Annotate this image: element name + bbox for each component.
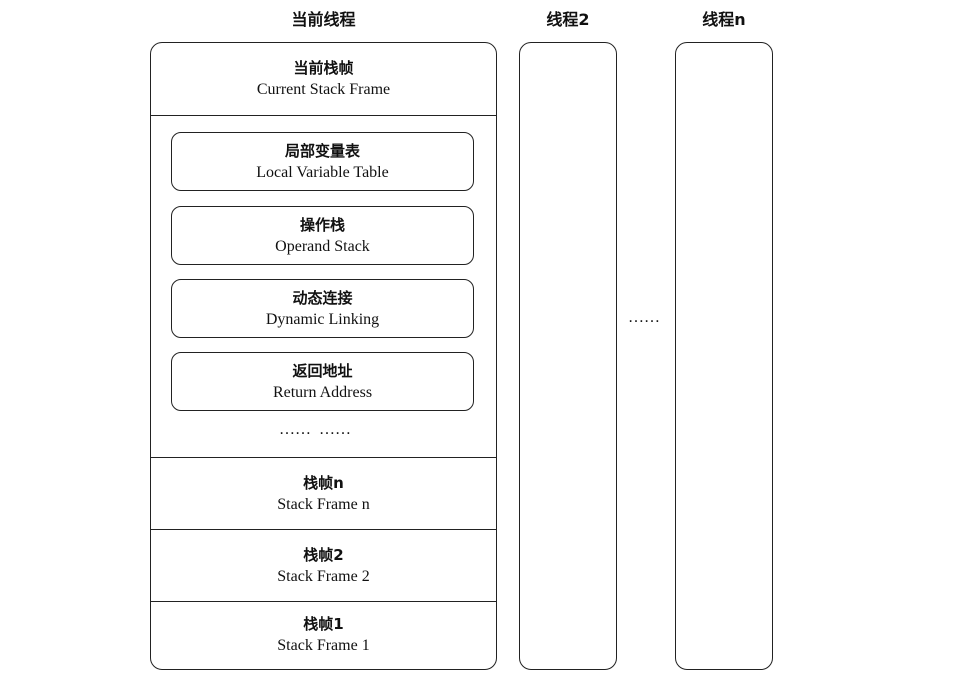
current-stack-frame-body: 局部变量表 Local Variable Table 操作栈 Operand S… [151,115,496,457]
dynamic-linking-zh: 动态连接 [292,288,353,307]
stack-frame-n-zh: 栈帧n [303,473,344,492]
stack-frame-2-zh: 栈帧2 [303,545,344,564]
return-address-box: 返回地址 Return Address [171,352,474,411]
stack-frame-1: 栈帧1 Stack Frame 1 [151,601,496,668]
current-stack-frame-en: Current Stack Frame [256,81,391,98]
stack-frame-1-en: Stack Frame 1 [277,637,370,654]
return-address-en: Return Address [272,383,373,401]
thread-2-title: 线程2 [546,10,590,29]
current-stack-frame-header: 当前栈帧 Current Stack Frame [151,43,496,115]
local-variable-table-en: Local Variable Table [256,163,389,181]
stack-frame-n: 栈帧n Stack Frame n [151,457,496,529]
stack-frame-2: 栈帧2 Stack Frame 2 [151,529,496,601]
stack-frame-1-zh: 栈帧1 [303,615,344,633]
local-variable-table-zh: 局部变量表 [284,141,360,160]
thread-n-title: 线程n [702,10,746,29]
thread-2-stack [519,42,617,670]
operand-stack-box: 操作栈 Operand Stack [171,206,474,265]
stack-frame-2-en: Stack Frame 2 [277,567,370,585]
stack-frame-n-en: Stack Frame n [277,495,370,513]
frame-parts-ellipsis: …… …… [279,421,351,438]
thread-n-stack [675,42,773,670]
current-thread-title: 当前线程 [291,10,356,29]
threads-ellipsis: …… [628,309,660,326]
current-stack-frame-zh: 当前栈帧 [293,59,354,77]
operand-stack-zh: 操作栈 [299,215,345,234]
return-address-zh: 返回地址 [292,361,353,380]
local-variable-table-box: 局部变量表 Local Variable Table [171,132,474,191]
current-thread-stack: 当前栈帧 Current Stack Frame 局部变量表 Local Var… [150,42,497,670]
dynamic-linking-box: 动态连接 Dynamic Linking [171,279,474,338]
operand-stack-en: Operand Stack [275,237,370,255]
dynamic-linking-en: Dynamic Linking [265,310,380,328]
